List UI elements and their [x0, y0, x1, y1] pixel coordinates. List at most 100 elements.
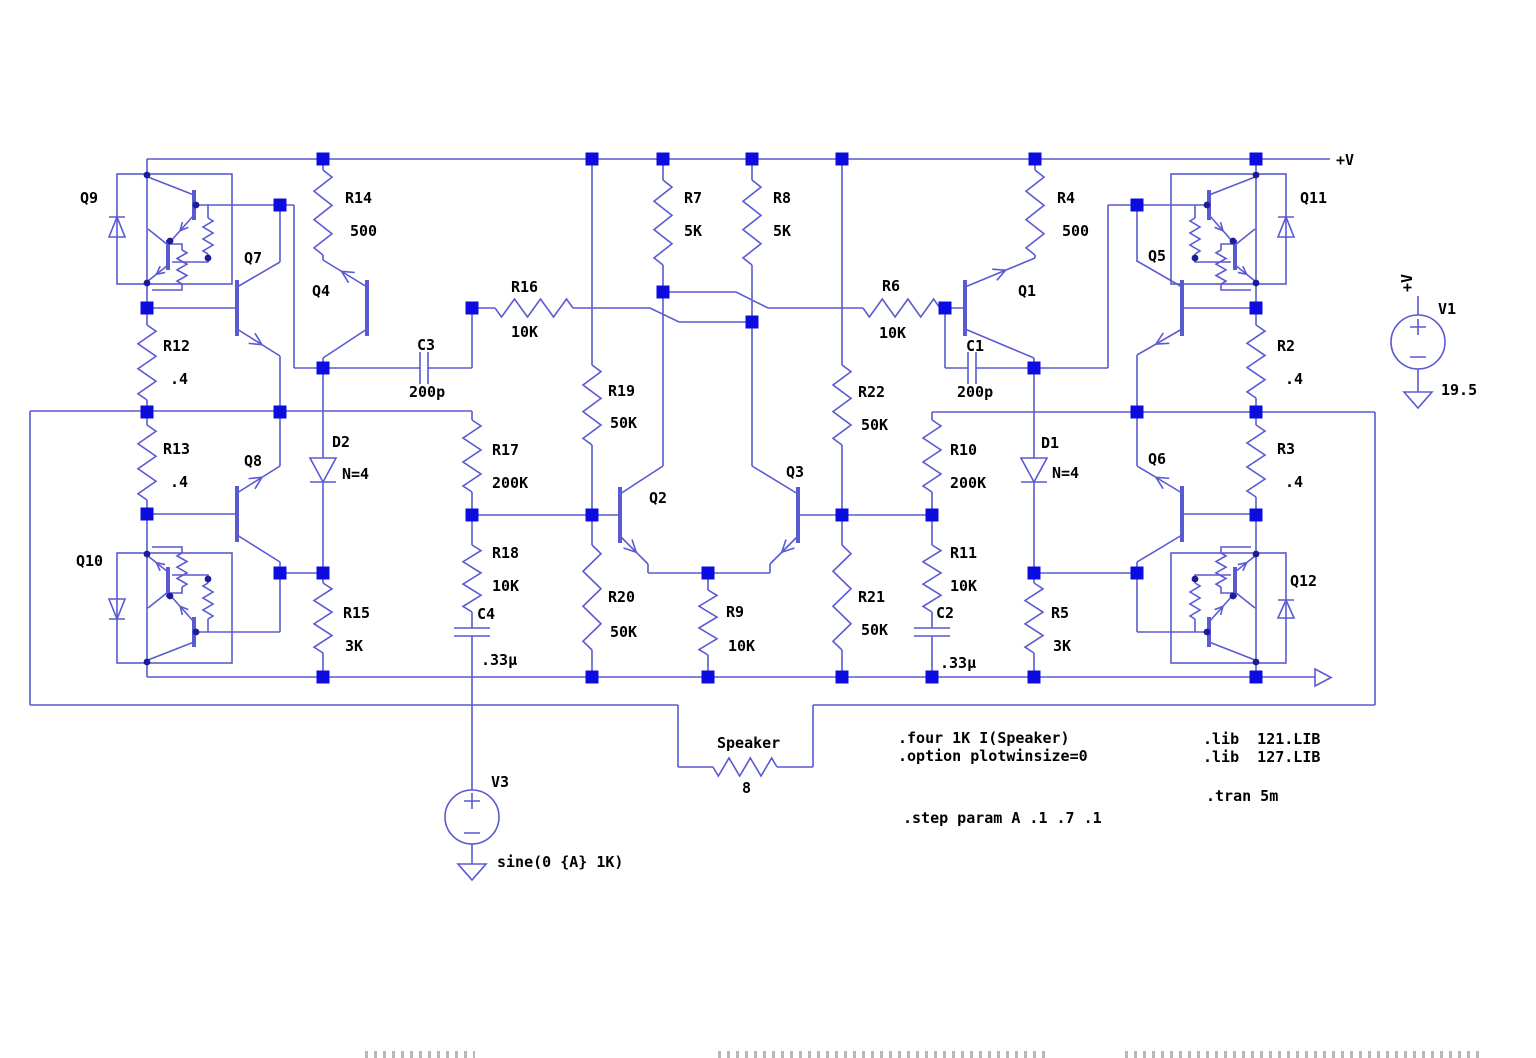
capacitor-C2[interactable]	[914, 627, 950, 637]
label-R19: R19	[608, 382, 635, 400]
darlington-Q12[interactable]	[1137, 546, 1287, 666]
label-C3: C3	[417, 336, 435, 354]
value-R15: 3K	[345, 637, 363, 655]
directive-four: .four 1K I(Speaker)	[898, 729, 1070, 747]
directive-option: .option plotwinsize=0	[898, 747, 1088, 765]
voltage-source-V3[interactable]	[444, 789, 500, 845]
value-R7: 5K	[684, 222, 702, 240]
darlington-Q9[interactable]	[116, 171, 266, 291]
resistor-R13[interactable]	[136, 424, 158, 501]
transistor-Q2[interactable]	[618, 465, 664, 565]
label-D2: D2	[332, 433, 350, 451]
directive-step: .step param A .1 .7 .1	[903, 809, 1102, 827]
value-R11: 10K	[950, 577, 977, 595]
value-V3: sine(0 {A} 1K)	[497, 853, 623, 871]
label-R13: R13	[163, 440, 190, 458]
ground-icon	[1402, 391, 1434, 410]
resistor-R11[interactable]	[921, 544, 943, 613]
resistor-R7[interactable]	[652, 179, 674, 266]
value-D2: N=4	[342, 465, 369, 483]
label-Q7: Q7	[244, 249, 262, 267]
value-R14: 500	[350, 222, 377, 240]
resistor-R17[interactable]	[461, 419, 483, 493]
value-R13: .4	[170, 473, 188, 491]
resistor-R21[interactable]	[831, 544, 853, 651]
value-R18: 10K	[492, 577, 519, 595]
label-R10: R10	[950, 441, 977, 459]
resistor-R20[interactable]	[581, 544, 603, 651]
capacitor-C1[interactable]	[967, 352, 977, 384]
resistor-R12[interactable]	[136, 324, 158, 401]
resistor-R10[interactable]	[921, 419, 943, 493]
label-Q2: Q2	[649, 489, 667, 507]
darlington-Q11[interactable]	[1137, 171, 1287, 291]
terminal-V1: +V	[1398, 274, 1416, 292]
label-C2: C2	[936, 604, 954, 622]
value-R4: 500	[1062, 222, 1089, 240]
value-D1: N=4	[1052, 464, 1079, 482]
resistor-R8[interactable]	[741, 179, 763, 266]
resistor-R18[interactable]	[461, 544, 483, 613]
value-C3: 200p	[409, 383, 445, 401]
capacitor-C3[interactable]	[419, 352, 429, 384]
label-Q1: Q1	[1018, 282, 1036, 300]
label-R11: R11	[950, 544, 977, 562]
value-C2: .33µ	[940, 654, 976, 672]
transistor-Q4[interactable]	[322, 259, 369, 359]
resistor-R19[interactable]	[581, 364, 603, 446]
label-R20: R20	[608, 588, 635, 606]
resistor-R15[interactable]	[312, 582, 334, 654]
resistor-R9[interactable]	[697, 589, 719, 656]
value-R10: 200K	[950, 474, 986, 492]
value-R22: 50K	[861, 416, 888, 434]
label-R16: R16	[511, 278, 538, 296]
resistor-R2[interactable]	[1245, 324, 1267, 399]
value-R5: 3K	[1053, 637, 1071, 655]
label-Q8: Q8	[244, 452, 262, 470]
value-R17: 200K	[492, 474, 528, 492]
label-C4: C4	[477, 605, 495, 623]
value-R3: .4	[1285, 473, 1303, 491]
label-V1: V1	[1438, 300, 1456, 318]
resistor-R3[interactable]	[1245, 424, 1267, 498]
rail-label: +V	[1336, 151, 1354, 169]
label-R17: R17	[492, 441, 519, 459]
resistor-R5[interactable]	[1023, 582, 1045, 654]
transistor-Q7[interactable]	[235, 261, 281, 357]
label-R9: R9	[726, 603, 744, 621]
label-C1: C1	[966, 337, 984, 355]
transistor-Q5[interactable]	[1136, 260, 1184, 356]
resistor-R4[interactable]	[1024, 169, 1046, 256]
value-R6: 10K	[879, 324, 906, 342]
label-R2: R2	[1277, 337, 1295, 355]
label-R14: R14	[345, 189, 372, 207]
darlington-Q10[interactable]	[116, 546, 266, 666]
resistor-R6[interactable]	[862, 297, 941, 319]
value-R19: 50K	[610, 414, 637, 432]
label-R8: R8	[773, 189, 791, 207]
voltage-source-V1[interactable]	[1390, 314, 1446, 370]
value-R2: .4	[1285, 370, 1303, 388]
label-R7: R7	[684, 189, 702, 207]
transistor-Q8[interactable]	[235, 465, 281, 563]
label-R22: R22	[858, 383, 885, 401]
label-R12: R12	[163, 337, 190, 355]
label-R15: R15	[343, 604, 370, 622]
transistor-Q1[interactable]	[963, 257, 1036, 359]
transistor-Q6[interactable]	[1136, 465, 1184, 563]
capacitor-C4[interactable]	[454, 627, 490, 637]
resistor-R16[interactable]	[494, 297, 574, 319]
resistor-R14[interactable]	[312, 169, 334, 256]
directive-lib2: .lib 127.LIB	[1203, 748, 1320, 766]
diode-D2[interactable]	[308, 457, 338, 484]
transistor-Q3[interactable]	[751, 465, 800, 565]
value-Speaker: 8	[742, 779, 751, 797]
label-R4: R4	[1057, 189, 1075, 207]
resistor-R22[interactable]	[831, 364, 853, 446]
value-R12: .4	[170, 370, 188, 388]
label-R21: R21	[858, 588, 885, 606]
diode-D1[interactable]	[1019, 457, 1049, 484]
resistor-Speaker[interactable]	[712, 756, 778, 778]
label-Q3: Q3	[786, 463, 804, 481]
